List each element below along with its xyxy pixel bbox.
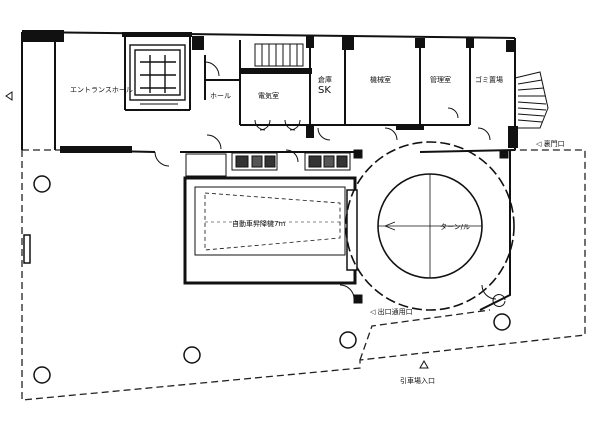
manager-room-label: 管理室 (430, 75, 451, 84)
site-boundary (21, 149, 586, 401)
exit-gate-label: ◁ 出口通用口 (370, 307, 413, 316)
triangle-left-icon (5, 91, 13, 101)
machine-room-label: 機械室 (370, 75, 391, 84)
top-stair (254, 43, 304, 67)
elevator (129, 44, 186, 105)
car-lift-label: 自動車昇降機7m (232, 219, 285, 228)
turntable-label: ターン/ル (440, 222, 470, 231)
triangle-up-icon (419, 359, 429, 369)
doors (154, 61, 497, 300)
sk-prefix-label: 倉庫 (318, 75, 332, 84)
wall-blocks (22, 30, 518, 153)
electrical-room-label: 電気室 (258, 91, 279, 100)
equipment (185, 152, 351, 177)
car-lift (183, 176, 358, 285)
sk-label: SK (318, 85, 331, 96)
turntable (345, 141, 515, 311)
right-stair (514, 71, 549, 129)
vehicle-entrance-label: 引車場入口 (400, 376, 435, 385)
pillars (23, 175, 511, 384)
garbage-room-label: ゴミ置場 (475, 75, 503, 84)
hall-label: ホール (210, 92, 231, 100)
labels: エントランスホール ホール 電気室 倉庫 SK 機械室 管理室 ゴミ置場 ◁ 裏… (70, 75, 565, 385)
entrance-hall-label: エントランスホール (70, 86, 133, 94)
markers (5, 91, 429, 369)
back-gate-label: ◁ 裏門口 (536, 139, 565, 148)
